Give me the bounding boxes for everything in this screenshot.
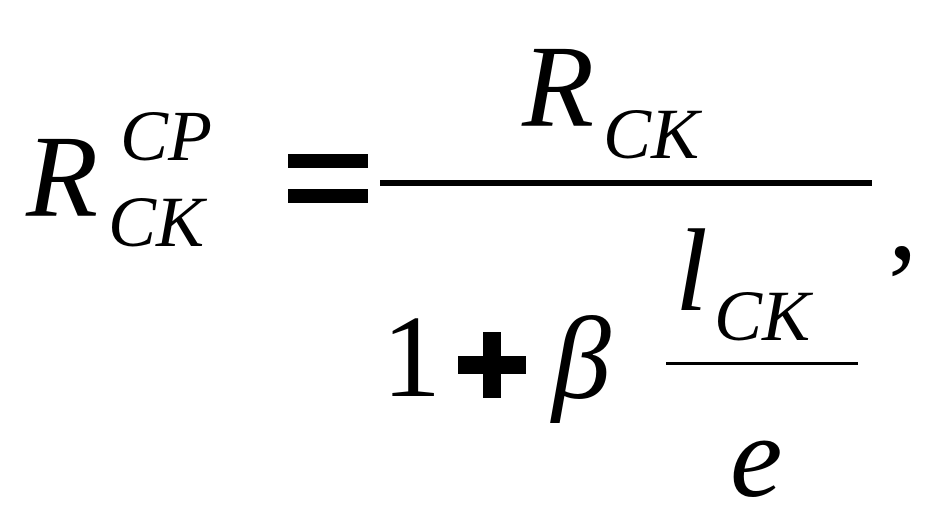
numerator-symbol: R	[522, 21, 595, 152]
main-fraction-bar	[380, 180, 872, 186]
beta-symbol: β	[552, 293, 611, 424]
inner-numerator-subscript: CK	[714, 276, 811, 356]
trailing-comma: ,	[888, 153, 918, 284]
lhs-superscript: CP	[120, 96, 213, 176]
inner-fraction-bar	[666, 362, 858, 365]
inner-denominator: e	[730, 391, 783, 522]
inner-numerator-symbol: l	[675, 205, 708, 336]
lhs-symbol: R	[26, 111, 99, 242]
plus-sign-vertical	[483, 332, 501, 398]
numerator-subscript: CK	[603, 94, 700, 174]
lhs-subscript: CK	[108, 182, 205, 262]
equals-sign-bottom-bar	[288, 189, 368, 203]
denominator-one: 1	[382, 291, 441, 422]
equals-sign-top-bar	[288, 154, 368, 168]
